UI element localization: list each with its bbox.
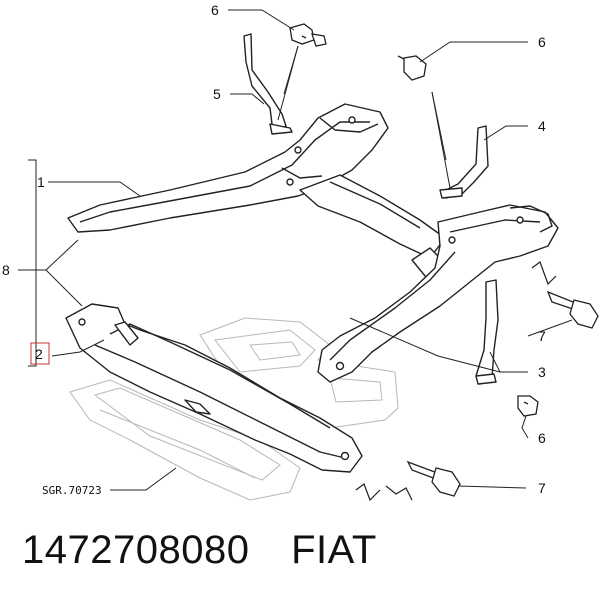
callout-7-lower: 7 — [538, 480, 546, 496]
bolt-7-lower — [406, 460, 461, 497]
bolt-6-lower — [517, 395, 539, 417]
leader-lines — [18, 9, 573, 491]
callout-labels: 6 5 6 4 1 8 2 7 3 6 7 SGR.70723 — [2, 2, 546, 497]
side-rails — [299, 174, 451, 283]
callout-6-top: 6 — [211, 2, 219, 18]
reference-code: SGR.70723 — [42, 484, 102, 497]
front-crossmember — [65, 303, 363, 473]
bracket-5 — [243, 33, 293, 135]
callout-8: 8 — [2, 262, 10, 278]
part-number-caption: 1472708080 FIAT — [22, 528, 377, 573]
callout-2-highlight — [30, 342, 50, 365]
callout-1: 1 — [37, 174, 45, 190]
rear-crossmember — [67, 103, 389, 233]
callout-7-upper: 7 — [538, 328, 546, 344]
bolt-7-upper — [546, 290, 599, 329]
callout-6-upper: 6 — [538, 34, 546, 50]
right-longitudinal-arm — [317, 204, 559, 383]
callout-6-lower: 6 — [538, 430, 546, 446]
brand-name: FIAT — [291, 528, 377, 572]
bolt-6-upper — [397, 55, 427, 81]
part-number: 1472708080 — [22, 528, 250, 572]
callout-2: 2 — [35, 346, 43, 362]
bracket-4 — [439, 125, 489, 199]
break-marks — [355, 261, 557, 502]
callout-5: 5 — [213, 86, 221, 102]
callout-3: 3 — [538, 364, 546, 380]
callout-4: 4 — [538, 118, 546, 134]
bolt-6-top — [289, 23, 327, 47]
